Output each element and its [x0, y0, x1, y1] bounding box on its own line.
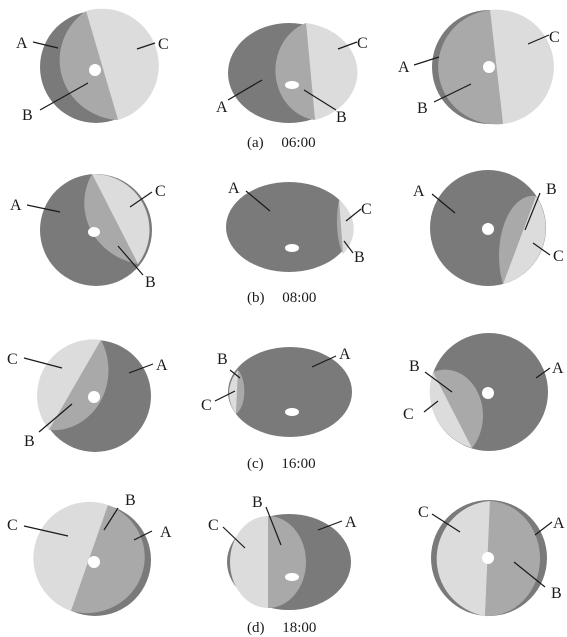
caption-a-letter: (a) — [247, 135, 264, 151]
label-b: B — [125, 492, 136, 509]
caption-c-time: 16:00 — [281, 456, 315, 472]
label-a: A — [339, 346, 351, 363]
row-c: C A B C B A B C A — [7, 333, 564, 472]
panel-a2: A C B — [216, 23, 368, 126]
label-b: B — [217, 351, 228, 368]
panel-c2: C B A — [201, 346, 352, 437]
panel-c3: B C A — [403, 333, 564, 451]
panel-a3: A C B — [398, 9, 560, 125]
label-c: C — [7, 351, 18, 368]
label-a: A — [228, 180, 240, 197]
label-c: C — [155, 183, 166, 200]
label-b: B — [551, 585, 562, 602]
panel-d3: C A B — [418, 500, 565, 617]
caption-d-time: 18:00 — [282, 620, 316, 636]
label-a: A — [216, 99, 228, 116]
label-a: A — [16, 35, 28, 52]
row-d: C B A C B A C A B — [7, 492, 565, 636]
label-b: B — [409, 358, 420, 375]
label-c: C — [418, 504, 429, 521]
label-b: B — [546, 181, 557, 198]
label-c: C — [361, 201, 372, 218]
panel-a1: A C B — [16, 8, 169, 124]
label-b: B — [22, 107, 33, 124]
label-b: B — [24, 433, 35, 450]
label-b: B — [417, 100, 428, 117]
panel-d2: C B A — [208, 494, 357, 610]
caption-a: (a) 06:00 — [247, 135, 316, 151]
label-b: B — [252, 494, 263, 511]
label-a: A — [160, 524, 172, 541]
label-c: C — [357, 35, 368, 52]
label-a: A — [398, 59, 410, 76]
label-a: A — [413, 183, 425, 200]
label-c: C — [553, 248, 564, 265]
label-b: B — [336, 109, 347, 126]
row-a: A C B A C B A C B — [16, 8, 560, 151]
caption-d: (d) 18:00 — [247, 620, 316, 636]
label-c: C — [7, 517, 18, 534]
label-a: A — [345, 514, 357, 531]
label-c: C — [208, 517, 219, 534]
panel-d1: C B A — [7, 492, 172, 616]
label-a: A — [156, 357, 168, 374]
label-b: B — [354, 249, 365, 266]
label-c: C — [201, 397, 212, 414]
label-c: C — [403, 406, 414, 423]
caption-c: (c) 16:00 — [247, 456, 316, 472]
caption-b: (b) 08:00 — [247, 290, 316, 306]
label-a: A — [552, 360, 564, 377]
caption-a-time: 06:00 — [281, 135, 315, 151]
row-b: A C B A C B A B C — [10, 170, 564, 306]
caption-c-letter: (c) — [247, 456, 264, 472]
panel-b1: A C B — [10, 173, 166, 291]
panel-b3: A B C — [413, 170, 564, 286]
panel-b2: A C B — [226, 180, 372, 272]
panel-c1: C A B — [7, 339, 168, 452]
caption-d-letter: (d) — [247, 620, 265, 636]
label-a: A — [10, 197, 22, 214]
caption-b-time: 08:00 — [282, 290, 316, 306]
label-b: B — [145, 274, 156, 291]
label-a: A — [553, 515, 565, 532]
caption-b-letter: (b) — [247, 290, 265, 306]
label-c: C — [549, 29, 560, 46]
label-c: C — [158, 36, 169, 53]
